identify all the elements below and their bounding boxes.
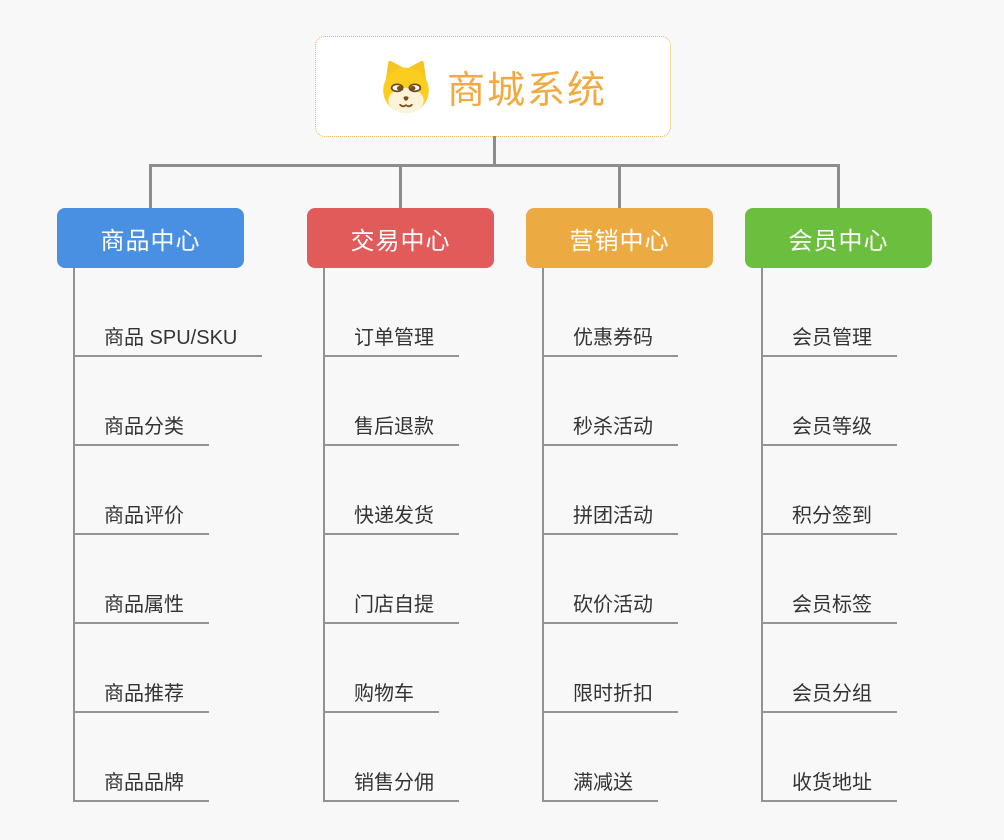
leaf-node[interactable]: 商品分类 xyxy=(73,412,209,446)
connector-branch-stub xyxy=(399,164,402,209)
leaf-node[interactable]: 优惠券码 xyxy=(542,323,678,357)
connector-branch-stub xyxy=(618,164,621,209)
connector-root-stem xyxy=(493,136,496,164)
doge-icon xyxy=(383,60,429,113)
leaf-node[interactable]: 商品品牌 xyxy=(73,768,209,802)
category-node-marketing-center[interactable]: 营销中心 xyxy=(526,208,713,268)
connector-horizontal-bar xyxy=(149,164,840,167)
category-node-product-center[interactable]: 商品中心 xyxy=(57,208,244,268)
connector-branch-stub xyxy=(149,164,152,209)
leaf-node[interactable]: 商品评价 xyxy=(73,501,209,535)
leaf-node[interactable]: 限时折扣 xyxy=(542,679,678,713)
leaf-node[interactable]: 收货地址 xyxy=(761,768,897,802)
leaf-node[interactable]: 销售分佣 xyxy=(323,768,459,802)
leaf-node[interactable]: 商品 SPU/SKU xyxy=(73,323,263,357)
leaf-node[interactable]: 会员标签 xyxy=(761,590,897,624)
leaf-node[interactable]: 快递发货 xyxy=(323,501,459,535)
leaf-node[interactable]: 订单管理 xyxy=(323,323,459,357)
category-node-member-center[interactable]: 会员中心 xyxy=(745,208,932,268)
root-title: 商城系统 xyxy=(446,70,607,112)
leaf-node[interactable]: 门店自提 xyxy=(323,590,459,624)
leaf-node[interactable]: 满减送 xyxy=(542,768,658,802)
leaf-node[interactable]: 积分签到 xyxy=(761,501,897,535)
leaf-node[interactable]: 拼团活动 xyxy=(542,501,678,535)
root-node[interactable]: 商城系统 xyxy=(315,36,671,137)
leaf-node[interactable]: 会员管理 xyxy=(761,323,897,357)
leaf-node[interactable]: 砍价活动 xyxy=(542,590,678,624)
connector-branch-stub xyxy=(837,164,840,209)
leaf-node[interactable]: 商品属性 xyxy=(73,590,209,624)
leaf-node[interactable]: 商品推荐 xyxy=(73,679,209,713)
connector-branch-line xyxy=(323,268,325,802)
leaf-node[interactable]: 会员等级 xyxy=(761,412,897,446)
category-node-trade-center[interactable]: 交易中心 xyxy=(307,208,494,268)
connector-branch-line xyxy=(73,268,75,802)
leaf-node[interactable]: 会员分组 xyxy=(761,679,897,713)
leaf-node[interactable]: 购物车 xyxy=(323,679,439,713)
connector-branch-line xyxy=(542,268,544,802)
connector-branch-line xyxy=(761,268,763,802)
leaf-node[interactable]: 秒杀活动 xyxy=(542,412,678,446)
leaf-node[interactable]: 售后退款 xyxy=(323,412,459,446)
